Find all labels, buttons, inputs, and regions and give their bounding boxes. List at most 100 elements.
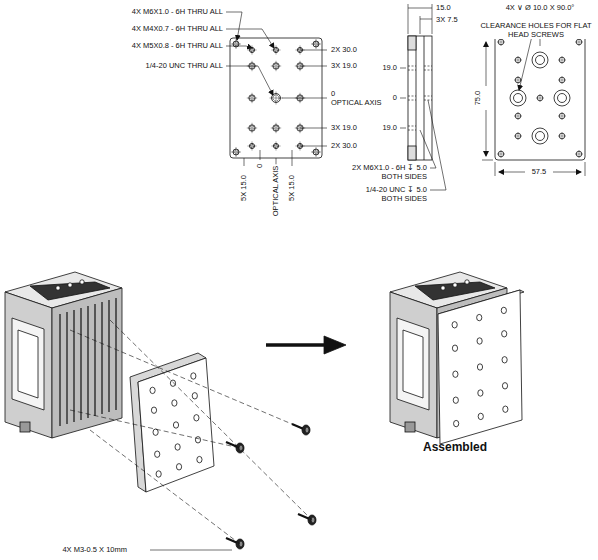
dimension-text: 2X 30.0 — [330, 46, 358, 55]
plate-hole — [156, 471, 161, 477]
callout-text: 4X M4X0.7 - 6H THRU ALL — [131, 25, 224, 34]
dimension-text: 3X 19.0 — [330, 124, 358, 133]
plate-hole — [150, 387, 155, 393]
plain-hole — [558, 112, 566, 120]
countersunk-hole — [532, 128, 548, 144]
assembly-lines — [70, 320, 312, 550]
dimension-text: 75.0 — [474, 90, 483, 107]
callout-text: 4X M5X0.8 - 6H THRU ALL — [131, 42, 224, 51]
plate-hole — [172, 400, 177, 406]
threaded-hole — [231, 39, 241, 49]
plate-hole — [155, 451, 160, 457]
assembled-camera — [390, 272, 524, 444]
plain-hole — [497, 150, 505, 158]
callout-text: 4X ∨ Ø 10.0 X 90.0° — [505, 4, 576, 13]
threaded-hole — [247, 93, 257, 103]
view-caption: Assembled — [422, 441, 488, 455]
callout-text: 4X M3-0.5 X 10mm — [61, 546, 128, 555]
plate-hole — [477, 338, 482, 344]
plate-hole — [452, 345, 457, 351]
plate-hole — [153, 429, 158, 435]
countersunk-hole — [532, 52, 548, 68]
plate-hole — [197, 456, 202, 462]
plate-hole — [176, 464, 181, 470]
axis-label: OPTICAL AXIS — [330, 99, 383, 108]
plate-hole — [478, 390, 483, 396]
dimension-text: 15.0 — [435, 4, 452, 13]
plate-hole — [477, 314, 482, 320]
plain-hole — [558, 132, 566, 140]
plain-hole — [514, 132, 522, 140]
threaded-hole — [311, 39, 321, 49]
plate-hole — [452, 322, 457, 328]
plain-hole — [558, 56, 566, 64]
plain-hole — [514, 112, 522, 120]
threaded-hole — [271, 45, 280, 54]
plate-hole — [170, 380, 175, 386]
callout-text: 4X M6X1.0 - 6H THRU ALL — [131, 8, 224, 17]
plate-hole — [175, 444, 180, 450]
dimension-text: 3X 7.5 — [435, 16, 459, 25]
plate-hole — [502, 357, 507, 363]
dimension-text: 0 — [256, 163, 265, 169]
cap-screw — [226, 538, 244, 549]
threaded-hole — [247, 141, 256, 150]
plate-hole — [502, 331, 507, 337]
plate-hole — [151, 407, 156, 413]
dimension-text: 5X 15.0 — [288, 174, 297, 202]
callout-text: BOTH SIDES — [381, 173, 428, 182]
dimension-text: 5X 15.0 — [240, 174, 249, 202]
plate-hole — [194, 415, 199, 421]
plate-hole — [192, 393, 197, 399]
threaded-hole — [231, 147, 241, 157]
dimension-text: 19.0 — [381, 124, 398, 133]
threaded-hole — [271, 123, 281, 133]
plain-hole — [575, 150, 583, 158]
plain-hole — [558, 76, 566, 84]
plain-hole — [536, 94, 544, 102]
mounting-screws — [226, 424, 316, 549]
callout-text: 1/4-20 UNC THRU ALL — [145, 62, 224, 71]
countersunk-hole — [510, 90, 526, 106]
leader-lines — [226, 12, 327, 166]
cap-screw — [292, 424, 310, 435]
plate-hole — [191, 373, 196, 379]
rear-view-plate — [482, 34, 585, 176]
plate-hole — [195, 437, 200, 443]
dimension-text: 0 — [330, 90, 336, 99]
plate-hole — [503, 406, 508, 412]
dimension-text: 3X 19.0 — [330, 62, 358, 71]
threaded-hole — [270, 92, 283, 105]
callout-text: BOTH SIDES — [381, 195, 428, 204]
callout-text: 1/4-20 UNC ↧ 5.0 — [365, 186, 428, 195]
dimension-text: 0 — [392, 94, 398, 103]
dimension-text: 2X 30.0 — [330, 142, 358, 151]
threaded-hole — [271, 61, 281, 71]
cap-screw — [226, 442, 244, 453]
plate-hole — [453, 371, 458, 377]
callout-text: 2X M6X1.0 - 6H ↧ 5.0 — [351, 164, 428, 173]
cap-screw — [298, 514, 316, 525]
plate-hole — [477, 364, 482, 370]
mounting-plate — [130, 353, 214, 492]
assembly-arrow — [266, 336, 346, 354]
threaded-hole — [247, 123, 257, 133]
side-view — [400, 4, 446, 190]
dimension-text: 19.0 — [381, 64, 398, 73]
axis-label: OPTICAL AXIS — [272, 165, 281, 218]
plate-hole — [453, 397, 458, 403]
camera-body — [5, 272, 122, 438]
countersunk-hole — [554, 90, 570, 106]
dimension-text: 57.5 — [531, 168, 548, 177]
threaded-hole — [311, 147, 321, 157]
plate-hole — [173, 422, 178, 428]
plate-hole — [478, 413, 483, 419]
plate-hole — [502, 383, 507, 389]
plate-hole — [454, 420, 459, 426]
plate-hole — [501, 307, 506, 313]
threaded-hole — [271, 141, 280, 150]
callout-text: CLEARANCE HOLES FOR FLAT HEAD SCREWS — [476, 22, 596, 39]
